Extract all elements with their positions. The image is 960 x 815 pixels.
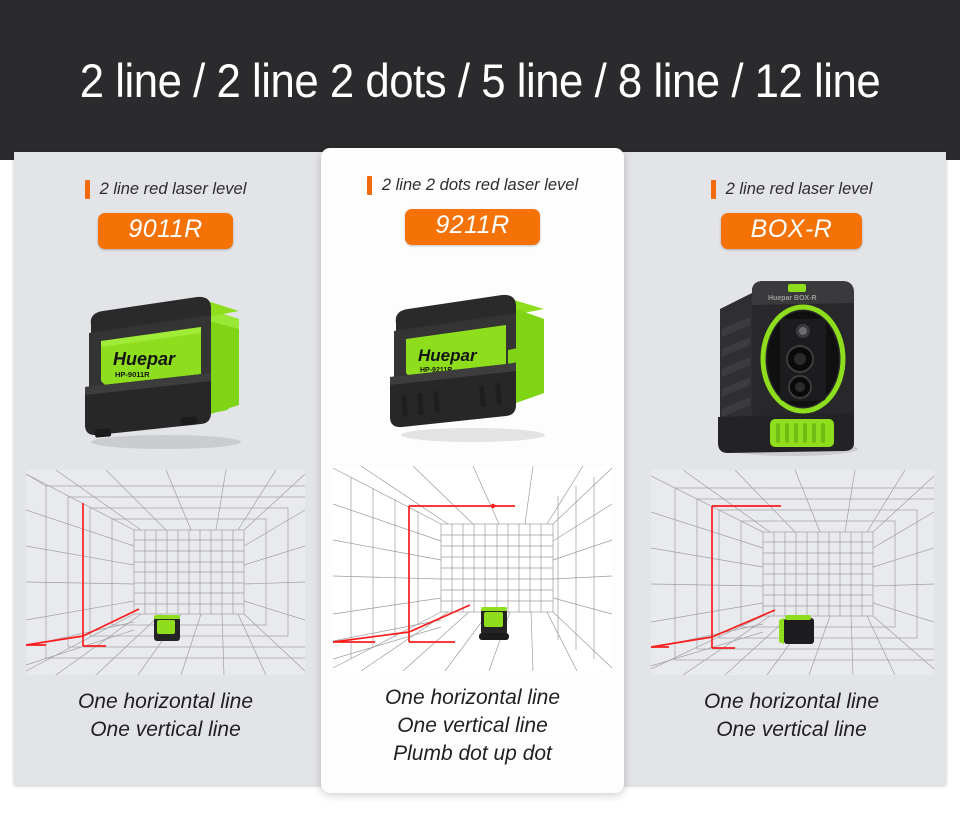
subtitle-row: 2 line red laser level bbox=[637, 178, 946, 200]
device-photo: Huepar HP-9211R bbox=[321, 258, 624, 463]
caption-line: One horizontal line bbox=[703, 690, 880, 713]
accent-tick-icon bbox=[84, 179, 90, 199]
accent-tick-icon bbox=[366, 175, 372, 195]
mini-device bbox=[779, 615, 814, 644]
cross-aperture-icon bbox=[507, 331, 544, 376]
caption-line: One vertical line bbox=[716, 717, 867, 741]
page-banner: 2 line / 2 line 2 dots / 5 line / 8 line… bbox=[0, 0, 960, 160]
laser-level-box-r-illustration: Huepar BOX-R bbox=[717, 281, 858, 456]
caption-line: One vertical line bbox=[397, 713, 548, 737]
laser-lines bbox=[26, 503, 140, 647]
model-badge: 9211R bbox=[405, 209, 540, 245]
room-projection-diagram bbox=[333, 466, 612, 671]
top-green-accent bbox=[787, 284, 806, 292]
laser-lines bbox=[333, 505, 515, 643]
caption-line: Plumb dot up dot bbox=[393, 741, 552, 765]
laser-level-9011r-illustration: Huepar HP-9011R bbox=[84, 296, 241, 449]
device-brand-text: Huepar bbox=[418, 346, 478, 365]
plumb-dot-up bbox=[490, 503, 496, 509]
mini-device bbox=[479, 607, 509, 640]
device-model-text: HP-9011R bbox=[115, 370, 150, 379]
subtitle-row: 2 line red laser level bbox=[14, 178, 317, 200]
model-badge: 9011R bbox=[98, 213, 233, 249]
caption-line: One horizontal line bbox=[77, 690, 254, 713]
card-header: 2 line 2 dots red laser level 9211R bbox=[321, 148, 624, 245]
room-grid-svg bbox=[26, 470, 305, 675]
room-projection-diagram bbox=[26, 470, 305, 675]
product-card-box-r[interactable]: 2 line red laser level BOX-R bbox=[637, 152, 946, 785]
caption-line: One horizontal line bbox=[384, 686, 561, 709]
product-subtitle: 2 line red laser level bbox=[99, 179, 247, 198]
laser-lines bbox=[651, 505, 781, 649]
model-badge-wrap: 9211R bbox=[321, 209, 624, 245]
room-grid-svg bbox=[651, 470, 934, 675]
device-brand-text: Huepar bbox=[113, 349, 176, 369]
room-grid-svg bbox=[333, 466, 612, 671]
caption-line: One vertical line bbox=[90, 717, 241, 741]
product-card-9011r[interactable]: 2 line red laser level 9011R bbox=[14, 152, 317, 785]
card-caption: One horizontal line One vertical line bbox=[637, 688, 946, 744]
model-badge-wrap: 9011R bbox=[14, 213, 317, 249]
card-header: 2 line red laser level 9011R bbox=[14, 152, 317, 249]
card-header: 2 line red laser level BOX-R bbox=[637, 152, 946, 249]
mini-device bbox=[154, 615, 180, 641]
card-caption: One horizontal line One vertical line Pl… bbox=[321, 684, 624, 768]
device-photo: Huepar HP-9011R bbox=[14, 262, 317, 467]
room-projection-diagram bbox=[651, 470, 934, 675]
device-model-text: HP-9211R bbox=[420, 367, 452, 374]
model-badge: BOX-R bbox=[720, 213, 863, 249]
device-brand-text: Huepar BOX-R bbox=[768, 295, 817, 302]
model-badge-wrap: BOX-R bbox=[637, 213, 946, 249]
subtitle-row: 2 line 2 dots red laser level bbox=[321, 174, 624, 196]
product-subtitle: 2 line red laser level bbox=[725, 179, 873, 198]
product-subtitle: 2 line 2 dots red laser level bbox=[381, 175, 579, 194]
accent-tick-icon bbox=[710, 179, 716, 199]
device-photo: Huepar BOX-R bbox=[637, 262, 946, 467]
laser-level-9211r-illustration: Huepar HP-9211R bbox=[389, 294, 545, 442]
product-card-9211r[interactable]: 2 line 2 dots red laser level 9211R Huep… bbox=[321, 148, 624, 793]
card-caption: One horizontal line One vertical line bbox=[14, 688, 317, 744]
green-oval-ring bbox=[760, 304, 845, 414]
page-title: 2 line / 2 line 2 dots / 5 line / 8 line… bbox=[79, 53, 881, 107]
